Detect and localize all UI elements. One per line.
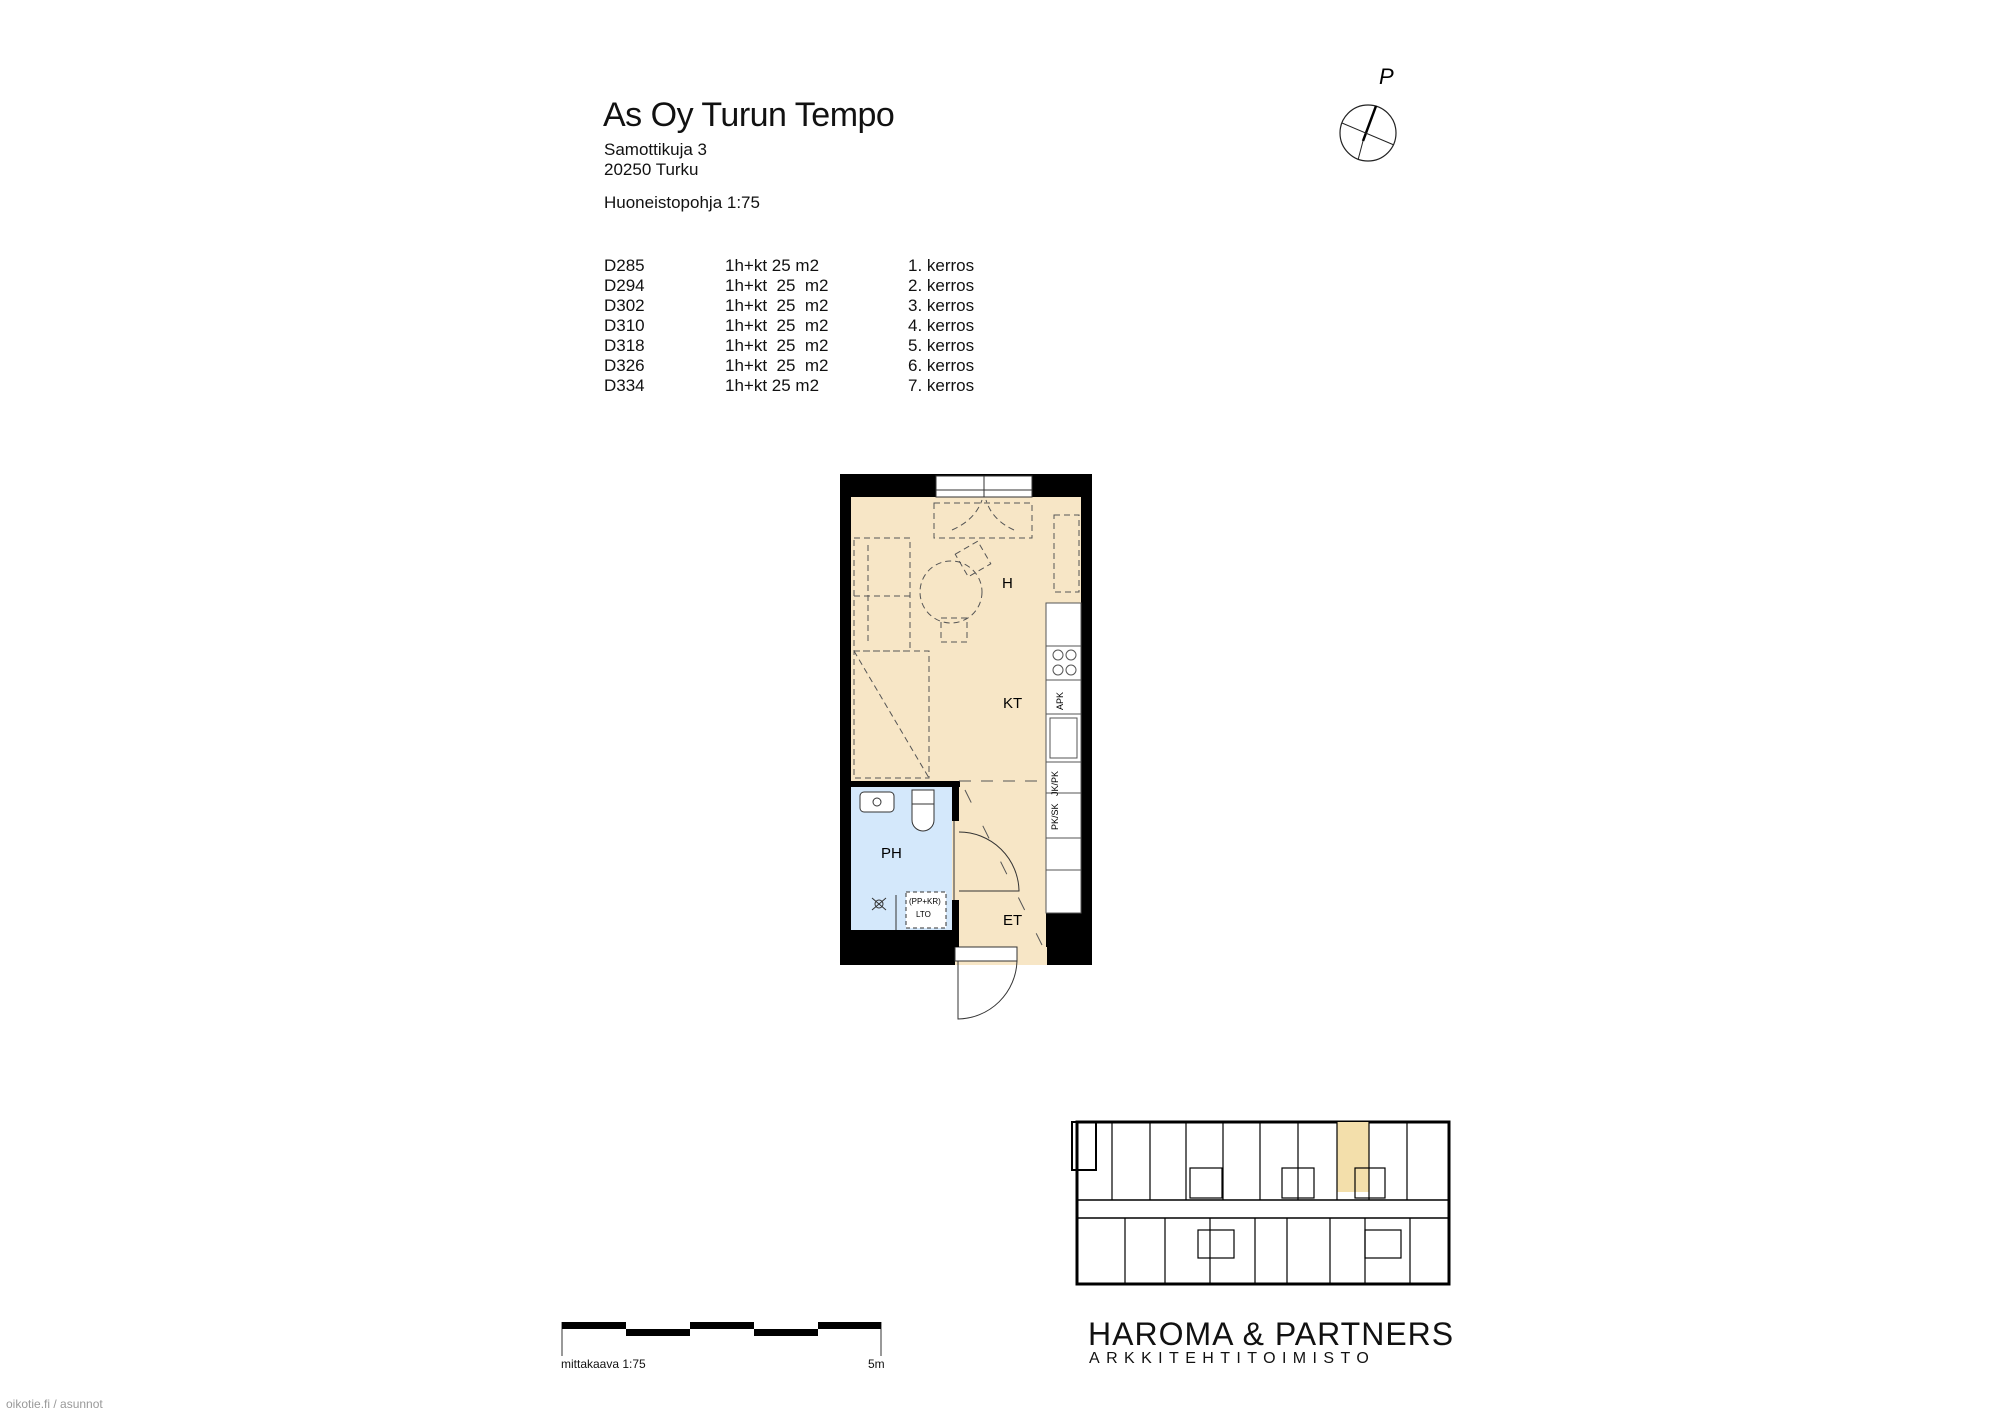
apartment-type: 1h+kt 25 m2: [725, 356, 829, 375]
apartment-id: D302: [604, 296, 645, 315]
highlighted-apartment: [1337, 1122, 1369, 1192]
apartment-type: 1h+kt 25 m2: [725, 296, 829, 315]
apk-label: APK: [1055, 692, 1065, 710]
apartment-type: 1h+kt 25 m2: [725, 256, 820, 275]
building-key-plan: [1071, 1120, 1451, 1286]
room-label-ph: PH: [881, 845, 902, 862]
apartment-id: D294: [604, 276, 645, 295]
architect-logo-name: HAROMA & PARTNERS: [1088, 1316, 1455, 1352]
apartment-id: D285: [604, 256, 645, 275]
lto-label: LTO: [916, 910, 931, 919]
room-label-h: H: [1002, 575, 1013, 592]
apartment-floor: 3. kerros: [908, 296, 975, 315]
architect-logo-subtitle: ARKKITEHTITOIMISTO: [1089, 1350, 1376, 1367]
project-title: As Oy Turun Tempo: [603, 96, 895, 134]
plan-type: Huoneistopohja 1:75: [604, 193, 760, 212]
room-label-et: ET: [1003, 912, 1022, 929]
city-address: 20250 Turku: [604, 160, 699, 179]
room-label-kt: KT: [1003, 695, 1022, 712]
apartment-floor: 1. kerros: [908, 256, 975, 275]
jk-pk-label: JK/PK: [1050, 771, 1060, 796]
scale-bar: [561, 1322, 882, 1356]
scale-label: mittakaava 1:75: [561, 1357, 646, 1371]
apartment-floor: 4. kerros: [908, 316, 975, 335]
north-compass-icon: P: [1339, 64, 1397, 162]
apartment-floor: 5. kerros: [908, 336, 975, 355]
scale-end-label: 5m: [868, 1357, 885, 1371]
apartment-type: 1h+kt 25 m2: [725, 336, 829, 355]
apartment-id: D326: [604, 356, 645, 375]
floor-plan: (PP+KR) LTO: [840, 474, 1092, 1020]
street-address: Samottikuja 3: [604, 140, 707, 159]
furniture: [853, 499, 1080, 946]
apartment-floor: 6. kerros: [908, 356, 975, 375]
watermark: oikotie.fi / asunnot: [6, 1397, 103, 1411]
apartment-floor: 2. kerros: [908, 276, 975, 295]
pk-sk-label: PK/SK: [1050, 803, 1060, 830]
apartment-id: D318: [604, 336, 645, 355]
apartment-type: 1h+kt 25 m2: [725, 376, 820, 395]
pp-kr-label: (PP+KR): [909, 897, 941, 906]
apartment-id: D334: [604, 376, 645, 395]
apartment-type: 1h+kt 25 m2: [725, 316, 829, 335]
kitchen-counter: [1045, 602, 1082, 914]
apartment-id: D310: [604, 316, 645, 335]
north-label: P: [1379, 64, 1394, 89]
apartment-floor: 7. kerros: [908, 376, 975, 395]
apartment-type: 1h+kt 25 m2: [725, 276, 829, 295]
